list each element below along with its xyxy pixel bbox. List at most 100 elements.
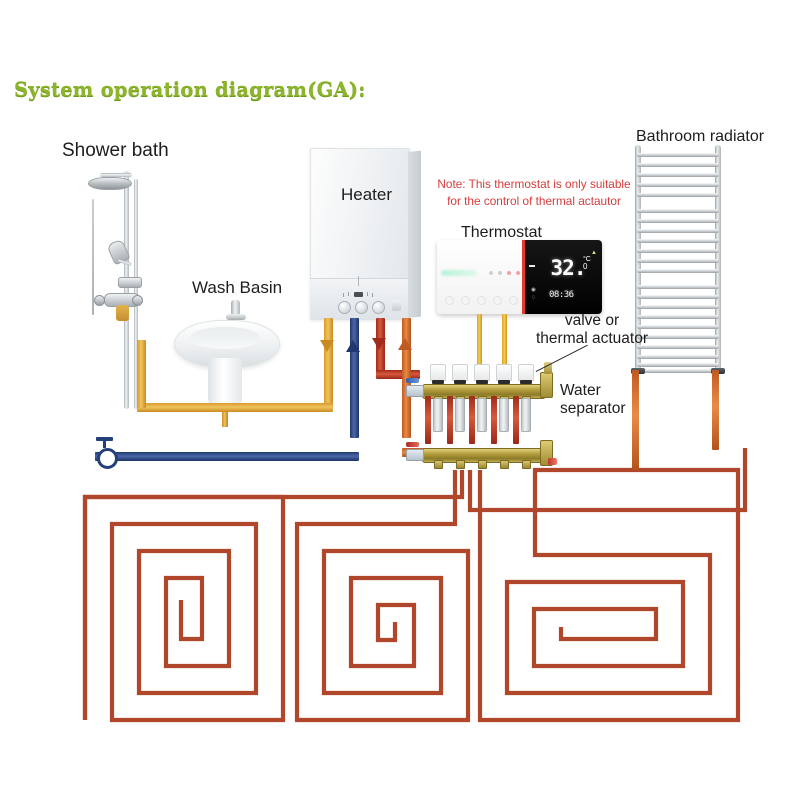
- cold-water-pipe-vertical: [350, 318, 359, 438]
- heater-side-panel: [408, 150, 421, 318]
- thermostat-display-panel: ▲ 32. °C 0 ◉ ♢ 08:36: [525, 240, 602, 314]
- thermostat-indicator-2: [498, 271, 502, 275]
- hot-water-pipe-vertical: [324, 318, 333, 408]
- manifold-drain-valve[interactable]: [548, 458, 557, 465]
- manifold-upper-end-cap: [540, 372, 553, 398]
- thermostat-mode-button[interactable]: [477, 296, 486, 305]
- heater-display: [354, 292, 363, 297]
- heating-supply-to-manifold: [376, 370, 420, 379]
- basin-tap-base: [226, 314, 246, 320]
- hot-water-pipe-horizontal: [137, 403, 333, 412]
- thermostat-temperature: 32.: [550, 256, 587, 280]
- note-line-1: Note: This thermostat is only suitable: [437, 177, 631, 191]
- temperature-decimal: 0: [583, 262, 588, 271]
- flow-meter-5: [521, 398, 531, 432]
- stop-valve-icon[interactable]: [97, 448, 118, 469]
- radiator-left-rail: [635, 145, 641, 370]
- basin-tap-icon[interactable]: [231, 300, 240, 316]
- bathroom-radiator: [631, 145, 725, 374]
- valve-actuator-line-1: valve or: [564, 312, 620, 329]
- radiator-return-pipe: [712, 370, 719, 450]
- thermostat-unit: °C 0: [583, 256, 591, 271]
- thermostat-up-button[interactable]: [493, 296, 502, 305]
- page-title: System operation diagram(GA):: [14, 78, 366, 101]
- shower-holder-bracket: [118, 277, 142, 288]
- manifold-riser-2: [447, 396, 453, 444]
- wash-basin-label: Wash Basin: [192, 278, 283, 297]
- manifold-riser-4: [491, 396, 497, 444]
- cold-water-flow-arrow: [346, 340, 360, 352]
- manifold-riser-3: [469, 396, 475, 444]
- thermostat-power-button[interactable]: [445, 296, 454, 305]
- thermostat-indicator-1: [489, 271, 493, 275]
- shower-inlet-connector: [116, 305, 129, 321]
- shower-fixture: [88, 165, 163, 409]
- thermostat-device[interactable]: ▲ 32. °C 0 ◉ ♢ 08:36: [437, 240, 602, 314]
- water-separator-label: Water separator: [560, 382, 625, 418]
- radiator-right-rail: [715, 145, 721, 370]
- thermostat-menu-button[interactable]: [461, 296, 470, 305]
- basin-drop-pipe: [222, 405, 228, 427]
- heating-supply-arrow: [372, 338, 386, 350]
- shower-arm: [100, 173, 132, 177]
- heater-knob-3[interactable]: [372, 301, 385, 314]
- clock-icon: ◉: [531, 287, 536, 293]
- thermostat-indicator-4: [516, 271, 520, 275]
- thermostat-status-light: [441, 270, 477, 276]
- valve-actuator-line-2: thermal actuator: [536, 329, 648, 347]
- manifold-upper-isolation-valve[interactable]: [406, 385, 424, 397]
- manifold-riser-5: [513, 396, 519, 444]
- water-separator-line-1: Water: [560, 382, 601, 399]
- thermal-actuator-5[interactable]: [518, 364, 534, 384]
- mixer-knob-left[interactable]: [94, 295, 105, 306]
- flow-meter-4: [499, 398, 509, 432]
- thermostat-cable-1: [477, 314, 482, 376]
- radiator-supply-pipe: [632, 370, 639, 470]
- mixer-knob-right[interactable]: [132, 295, 143, 306]
- flow-meter-2: [455, 398, 465, 432]
- rain-shower-head-icon: [88, 177, 132, 190]
- flow-meter-1: [433, 398, 443, 432]
- manifold-upper-vent: [544, 362, 552, 374]
- shower-riser-rail: [124, 171, 129, 409]
- thermal-actuator-4[interactable]: [496, 364, 512, 384]
- shower-bath-label: Shower bath: [62, 140, 169, 161]
- floor-loop-2: [294, 470, 471, 723]
- floor-loop-1: [82, 494, 286, 723]
- note-line-2: for the control of thermal actautor: [447, 194, 621, 209]
- manifold-riser-1: [425, 396, 431, 444]
- droplet-icon: ♢: [531, 295, 536, 301]
- minus-icon: [529, 265, 535, 267]
- thermostat-label: Thermostat: [461, 224, 542, 241]
- heater-knob-1[interactable]: [338, 301, 351, 314]
- flame-icon: ▲: [591, 250, 597, 256]
- hot-water-flow-arrow: [320, 340, 334, 352]
- shower-hose: [92, 199, 94, 315]
- cold-water-main: [95, 452, 359, 461]
- wash-basin: [168, 300, 298, 427]
- temperature-unit: °C: [583, 256, 591, 263]
- basin-pedestal: [208, 358, 242, 410]
- thermostat-down-button[interactable]: [509, 296, 518, 305]
- manifold-lower-isolation-valve[interactable]: [406, 449, 424, 461]
- manifold-lower: [406, 440, 574, 475]
- heater-knob-2[interactable]: [355, 301, 368, 314]
- water-separator-line-2: separator: [560, 399, 626, 417]
- bathroom-radiator-label: Bathroom radiator: [636, 128, 765, 145]
- hot-water-pipe-to-shower: [137, 340, 146, 408]
- thermal-actuator-3[interactable]: [474, 364, 490, 384]
- thermal-actuator-1[interactable]: [430, 364, 446, 384]
- manifold-upper-valve-handle[interactable]: [406, 378, 419, 383]
- valve-handle[interactable]: [96, 437, 113, 441]
- thermostat-cable-2: [502, 314, 507, 376]
- flow-meter-3: [477, 398, 487, 432]
- thermostat-red-divider: [522, 240, 525, 314]
- thermostat-indicator-3: [507, 271, 511, 275]
- heater-power-button[interactable]: [392, 300, 401, 311]
- thermal-actuator-2[interactable]: [452, 364, 468, 384]
- thermostat-clock: 08:36: [549, 290, 574, 300]
- basin-inner-bowl: [190, 327, 260, 349]
- manifold-lower-valve-handle[interactable]: [406, 442, 419, 447]
- valve-actuator-label: valve or thermal actuator: [536, 312, 648, 348]
